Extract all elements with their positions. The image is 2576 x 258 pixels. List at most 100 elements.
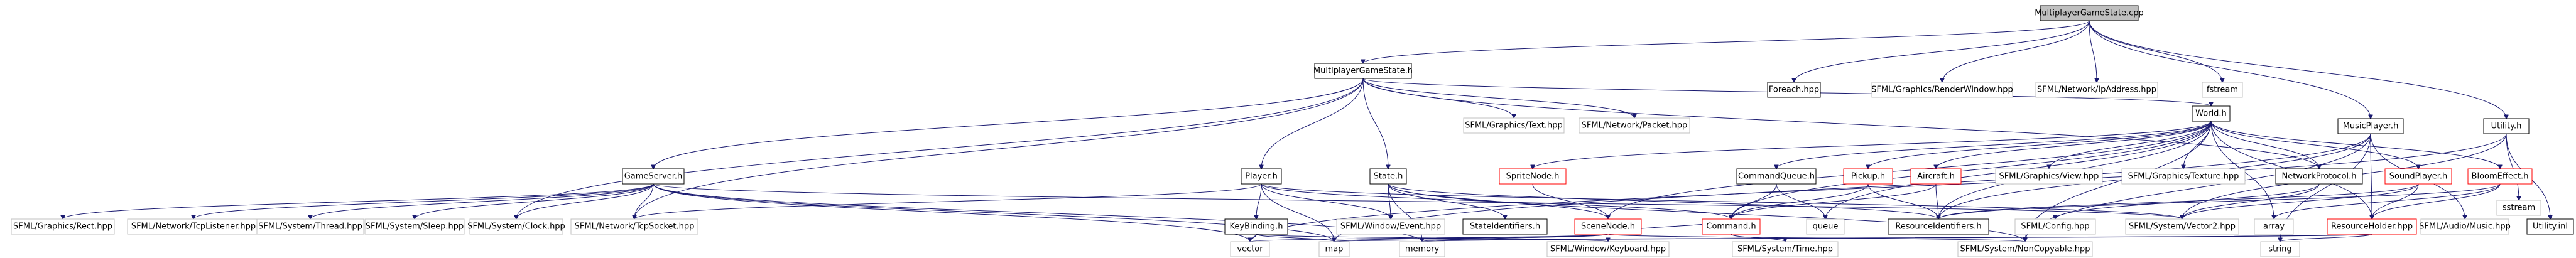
node-aircraft[interactable]: Aircraft.h (1910, 168, 1962, 185)
node-box-time (1732, 241, 1839, 257)
node-box-gameserver (622, 168, 685, 185)
node-tcpsocket: SFML/Network/TcpSocket.hpp (570, 218, 698, 235)
edge-gameserver-to-map (653, 183, 1334, 242)
node-label-command_h: Command.h (1706, 222, 1756, 232)
edge-soundplayer-to-resids (1938, 183, 2419, 219)
edge-player-to-tcpsocket (634, 183, 1262, 219)
node-box-queue (1806, 218, 1845, 235)
node-label-config: SFML/Config.hpp (2021, 222, 2089, 232)
edge-world-to-aircraft (1936, 121, 2212, 169)
node-resholder[interactable]: ResourceHolder.hpp (2327, 218, 2417, 235)
node-box-view (1995, 168, 2103, 185)
node-root[interactable]: MultiplayerGameState.cpp (2035, 5, 2144, 21)
node-queue: queue (1806, 218, 1845, 235)
node-box-scenenode (1574, 218, 1642, 235)
edge-mgs_h-to-packet (1362, 78, 1634, 118)
node-label-renderwindow: SFML/Graphics/RenderWindow.hpp (1871, 85, 2013, 95)
edge-mgs_h-to-gameserver (653, 78, 1364, 169)
node-command_h[interactable]: Command.h (1702, 218, 1761, 235)
node-box-player (1241, 168, 1282, 185)
edge-gameserver-to-thread (310, 183, 654, 219)
edge-utility_h-to-sstream (2506, 133, 2519, 200)
edge-state-to-stateids (1388, 183, 1505, 219)
node-box-tcpsocket (570, 218, 698, 235)
node-array: array (2254, 218, 2294, 235)
edge-scenenode-to-map (1334, 234, 1609, 242)
edge-world-to-scenenode (1608, 121, 2212, 219)
node-state[interactable]: State.h (1369, 168, 1407, 185)
node-utility_h[interactable]: Utility.h (2483, 118, 2530, 134)
dependency-edges (63, 20, 2550, 242)
node-label-memory: memory (1405, 245, 1440, 254)
node-scenenode[interactable]: SceneNode.h (1574, 218, 1642, 235)
node-label-keyboard: SFML/Window/Keyboard.hpp (1550, 245, 1666, 254)
node-label-pickup: Pickup.h (1851, 172, 1885, 181)
node-mgs_h[interactable]: MultiplayerGameState.h (1313, 63, 1413, 79)
node-box-string (2260, 241, 2300, 257)
edge-world-to-pickup (1868, 121, 2212, 169)
node-vector2: SFML/System/Vector2.hpp (2125, 218, 2239, 235)
node-box-vector (1230, 241, 1270, 257)
node-box-noncopyable (1957, 241, 2093, 257)
node-box-spritenode (1499, 168, 1567, 185)
edge-gameserver-to-tcplistener (193, 183, 654, 219)
node-label-musicplayer: MusicPlayer.h (2343, 122, 2399, 131)
node-event: SFML/Window/Event.hpp (1336, 218, 1445, 235)
edge-keybinding-to-map (1256, 234, 1334, 242)
node-stateids[interactable]: StateIdentifiers.h (1462, 218, 1548, 235)
node-commandqueue[interactable]: CommandQueue.h (1736, 168, 1817, 185)
node-label-utility_inl: Utility.inl (2533, 222, 2568, 232)
node-label-mgs_h: MultiplayerGameState.h (1313, 67, 1413, 76)
node-foreach[interactable]: Foreach.hpp (1767, 82, 1821, 98)
edge-player-to-keybinding (1256, 183, 1262, 219)
node-ipaddress: SFML/Network/IpAddress.hpp (2035, 82, 2158, 98)
node-view: SFML/Graphics/View.hpp (1995, 168, 2103, 185)
node-box-memory (1399, 241, 1445, 257)
node-box-musicplayer (2337, 118, 2404, 134)
node-soundplayer[interactable]: SoundPlayer.h (2384, 168, 2452, 185)
node-box-thread (256, 218, 364, 235)
edge-command_h-to-time (1731, 234, 1785, 242)
node-pickup[interactable]: Pickup.h (1843, 168, 1893, 185)
node-renderwindow: SFML/Graphics/RenderWindow.hpp (1871, 82, 2013, 98)
node-netproto[interactable]: NetworkProtocol.h (2275, 168, 2363, 185)
node-label-player: Player.h (1245, 172, 1278, 181)
edge-player-to-event (1261, 183, 1391, 219)
edge-root-to-mgs_h (1363, 20, 2090, 63)
edge-state-to-scenenode (1388, 183, 1608, 219)
node-musicplayer[interactable]: MusicPlayer.h (2337, 118, 2404, 134)
node-label-vector: vector (1237, 245, 1263, 254)
edge-mgs_h-to-netproto (1362, 78, 2319, 169)
node-keybinding[interactable]: KeyBinding.h (1224, 218, 1288, 235)
node-box-tcplistener (127, 218, 260, 235)
node-box-map (1318, 241, 1350, 257)
node-box-rect (11, 218, 115, 235)
edge-netproto-to-vector2 (2182, 183, 2320, 219)
node-resids[interactable]: ResourceIdentifiers.h (1888, 218, 1989, 235)
node-box-audiomusic (2420, 218, 2509, 235)
node-box-renderwindow (1871, 82, 2013, 98)
edge-musicplayer-to-resholder (2371, 133, 2372, 219)
node-world[interactable]: World.h (2192, 105, 2231, 122)
node-box-root (2040, 5, 2139, 21)
edge-resholder-to-memory (1422, 234, 2372, 242)
node-box-keyboard (1546, 241, 1670, 257)
node-player[interactable]: Player.h (1241, 168, 1282, 185)
node-box-sleep (364, 218, 465, 235)
node-clock: SFML/System/Clock.hpp (467, 218, 565, 235)
node-box-resholder (2327, 218, 2417, 235)
node-spritenode[interactable]: SpriteNode.h (1499, 168, 1567, 185)
node-box-aircraft (1910, 168, 1962, 185)
edge-pickup-to-command_h (1731, 183, 1869, 219)
node-label-string: string (2268, 245, 2291, 254)
node-box-packet (1579, 117, 1690, 134)
edge-gameserver-to-vector2 (653, 183, 2182, 219)
node-gameserver[interactable]: GameServer.h (622, 168, 685, 185)
edge-state-to-resids (1388, 183, 1938, 219)
node-bloomeffect[interactable]: BloomEffect.h (2467, 168, 2533, 185)
edge-gameserver-to-clock (516, 183, 654, 219)
node-utility_inl[interactable]: Utility.inl (2526, 218, 2574, 235)
node-box-sstream (2496, 200, 2541, 216)
node-label-sstream: sstream (2503, 203, 2535, 213)
